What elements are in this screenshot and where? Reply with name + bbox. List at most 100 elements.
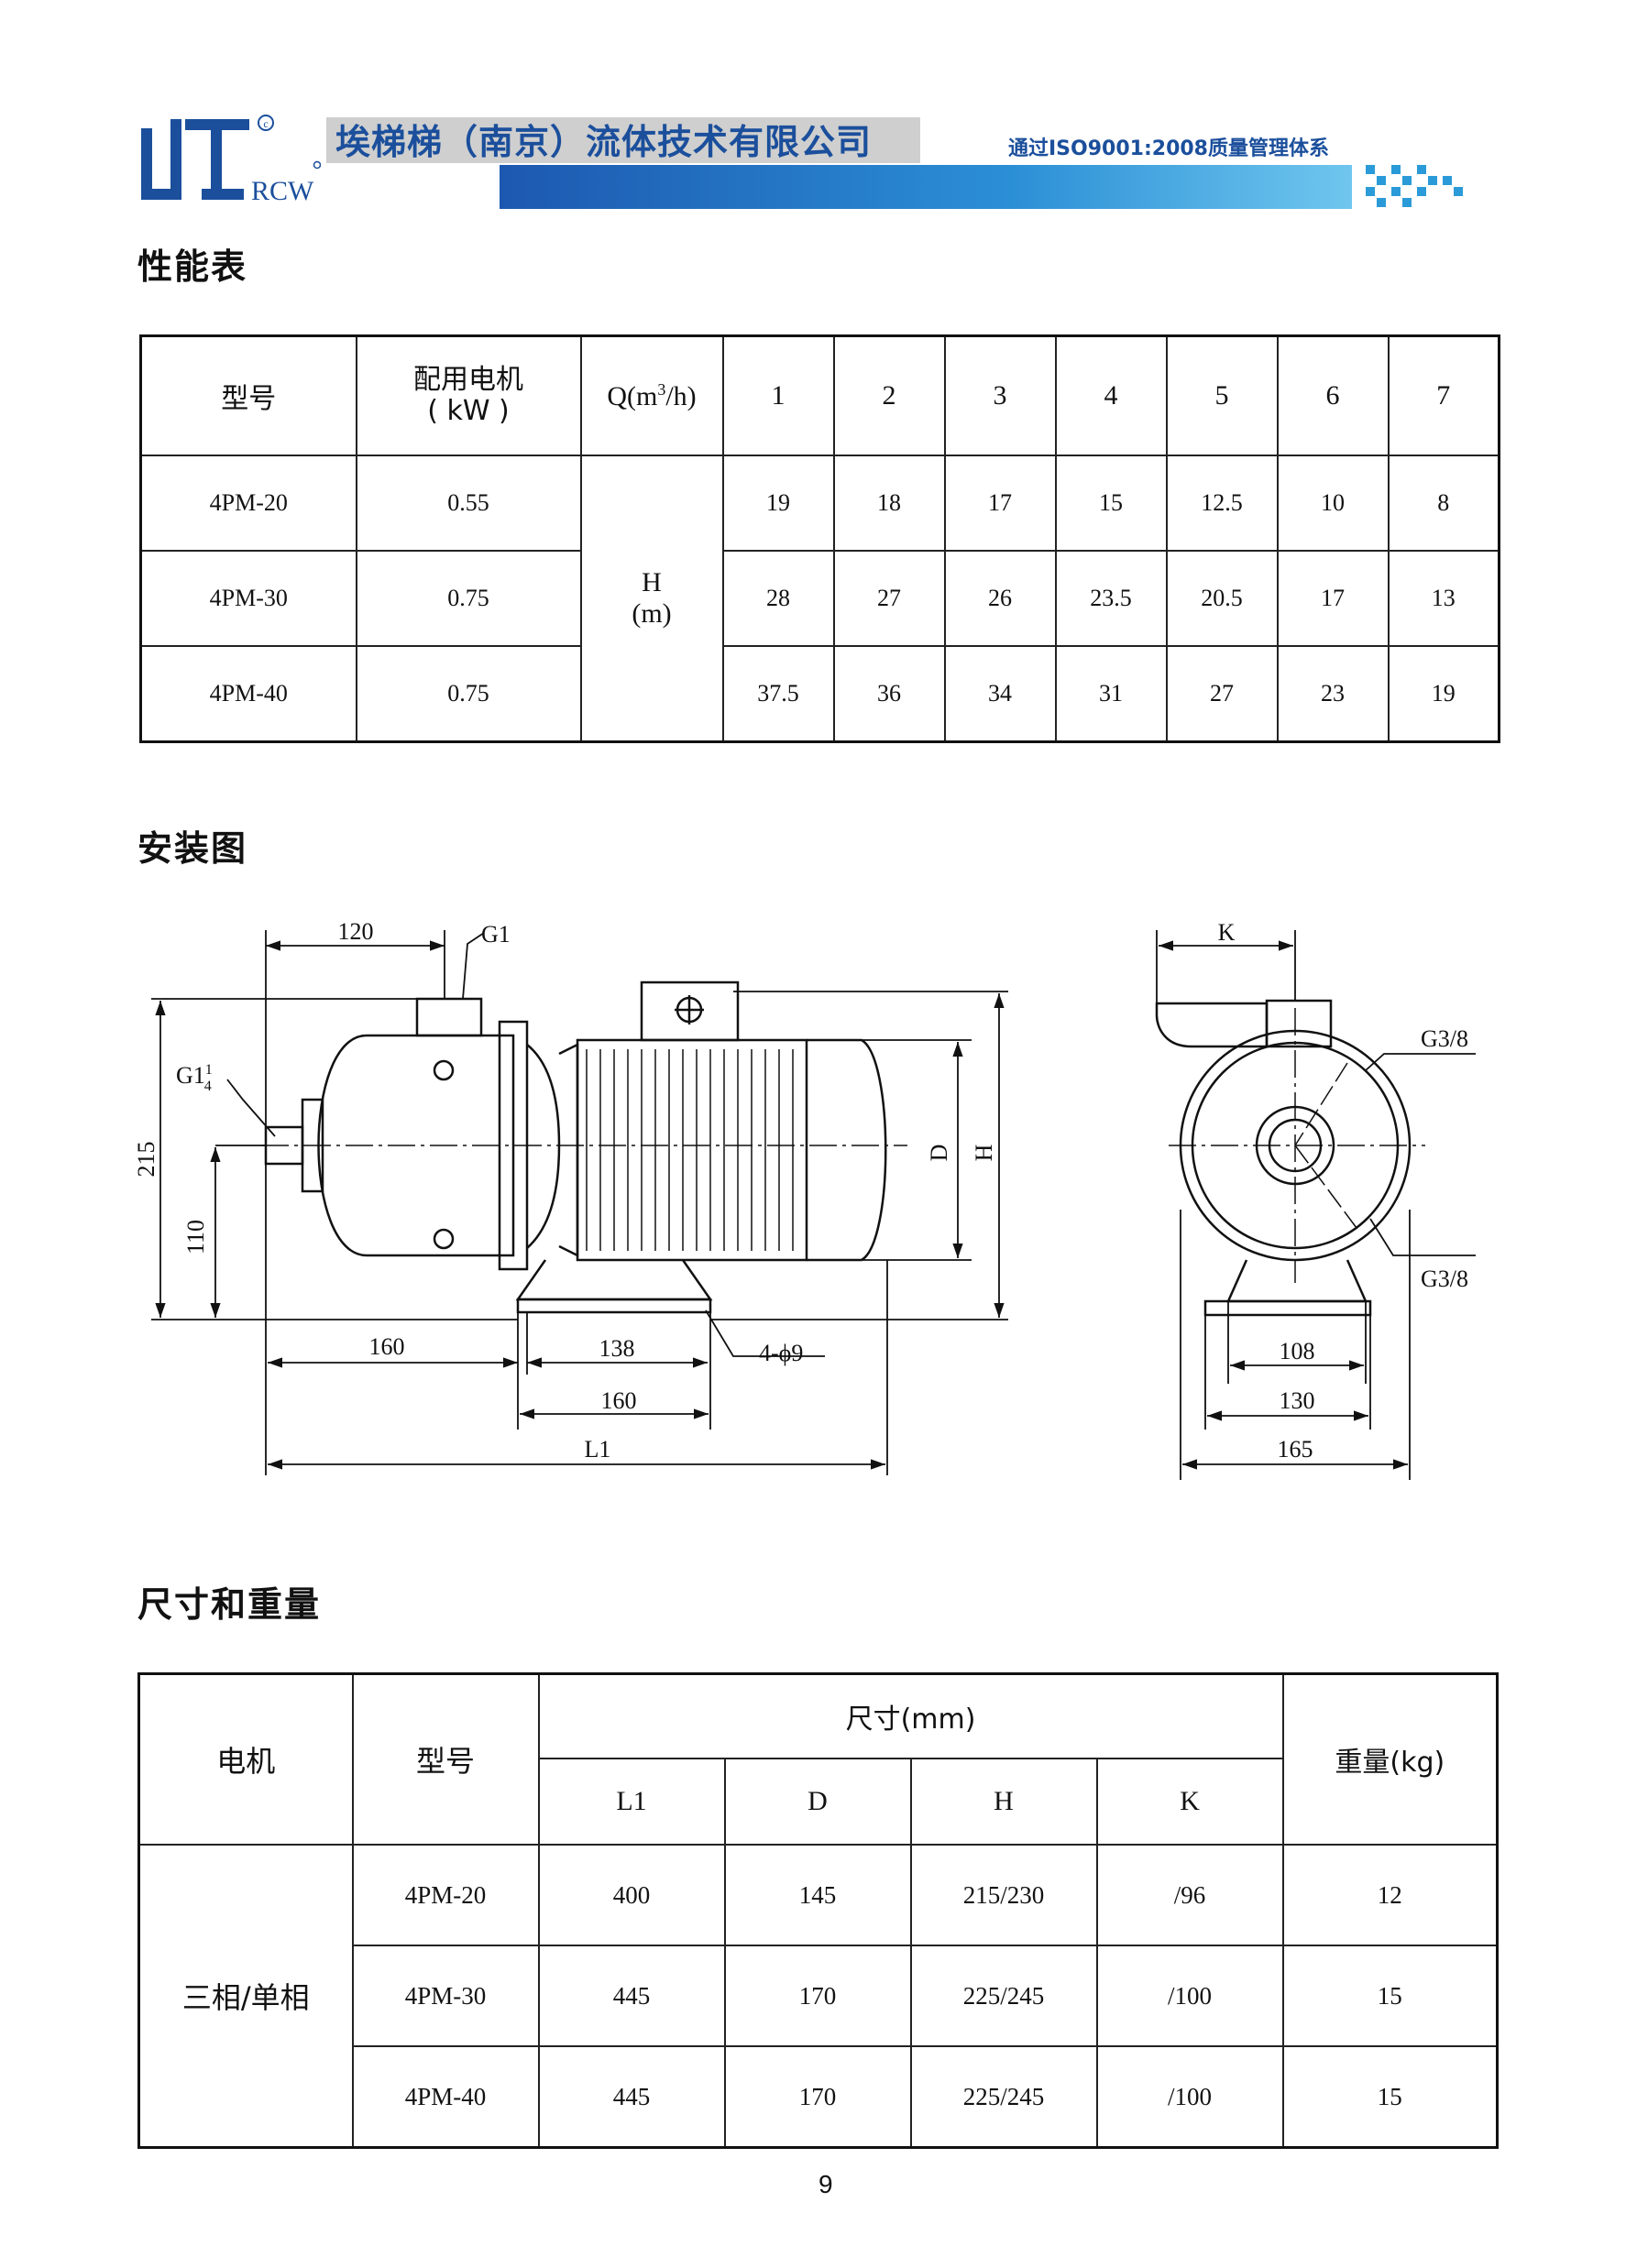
h-cell: 225/245 xyxy=(909,2045,1098,2149)
performance-header-row: 型号 配用电机 ( kW ) Q(m3/h) 1 2 3 4 5 6 7 xyxy=(139,334,1500,456)
head-cell: 17 xyxy=(1276,550,1390,647)
section-title-dimensions: 尺寸和重量 xyxy=(137,1584,322,1625)
chevron-decoration-icon xyxy=(1366,165,1463,207)
k-cell: /100 xyxy=(1095,1945,1284,2047)
model-cell: 4PM-40 xyxy=(351,2045,540,2149)
head-cell: 10 xyxy=(1276,455,1390,552)
head-cell: 23 xyxy=(1276,645,1390,743)
g1-quarter-den: 4 xyxy=(204,1079,212,1094)
header-flow-suffix: /h) xyxy=(665,380,697,411)
base-plate xyxy=(516,1298,712,1314)
d-cell: 170 xyxy=(723,2045,912,2149)
flow-7: 7 xyxy=(1387,334,1500,456)
header-motor-line1: 配用电机 xyxy=(413,364,523,396)
head-label-cell: H (m) xyxy=(579,455,724,743)
h-label: H xyxy=(971,1144,997,1161)
end-view-base xyxy=(1203,1299,1372,1317)
motor-type-cell: 三相/单相 xyxy=(137,1844,354,2149)
header-h: H xyxy=(909,1758,1098,1846)
dim-215-label: 215 xyxy=(133,1142,159,1178)
head-cell: 17 xyxy=(943,455,1057,552)
section-title-installation: 安装图 xyxy=(137,828,248,869)
motor-cell: 0.55 xyxy=(355,455,582,552)
k-cell: /100 xyxy=(1095,2045,1284,2149)
head-cell: 19 xyxy=(1387,645,1500,743)
flow-2: 2 xyxy=(832,334,946,456)
terminal-box xyxy=(640,981,740,1042)
l1-cell: 445 xyxy=(537,1945,726,2047)
head-label-line1: H xyxy=(642,567,662,597)
page-number: 9 xyxy=(818,2170,833,2198)
head-cell: 18 xyxy=(832,455,946,552)
logo-text: RCW xyxy=(251,176,314,206)
dim-160-bottom-label: 160 xyxy=(601,1387,637,1414)
g1-quarter-prefix: G1 xyxy=(176,1062,205,1089)
head-cell: 31 xyxy=(1054,645,1168,743)
d-cell: 145 xyxy=(723,1844,912,1946)
svg-text:c: c xyxy=(263,117,268,130)
h-cell: 225/245 xyxy=(909,1945,1098,2047)
motor-cell: 0.75 xyxy=(355,645,582,743)
company-name-backdrop xyxy=(326,117,920,163)
header-motor: 电机 xyxy=(137,1672,354,1846)
table-row: 4PM-30 0.75 28 27 26 23.5 20.5 17 13 xyxy=(139,550,1500,647)
company-name: 埃梯梯（南京）流体技术有限公司 xyxy=(335,121,873,162)
dimension-weight-table: 电机 型号 尺寸(mm) 重量(kg) L1 D H K 三相/单相 4PM-2… xyxy=(137,1672,1500,2149)
dim-160-left-label: 160 xyxy=(369,1333,405,1360)
g38-top-label: G3/8 xyxy=(1421,1025,1468,1052)
dim-120-label: 120 xyxy=(338,918,374,945)
dim-138-label: 138 xyxy=(599,1335,635,1362)
head-cell: 23.5 xyxy=(1054,550,1168,647)
h-cell: 215/230 xyxy=(909,1844,1098,1946)
head-cell: 27 xyxy=(832,550,946,647)
head-cell: 36 xyxy=(832,645,946,743)
weight-cell: 15 xyxy=(1281,1945,1499,2047)
holes-label: 4-ϕ9 xyxy=(759,1340,803,1366)
header-motor: 配用电机 ( kW ) xyxy=(355,334,582,456)
dimension-subheader-row: L1 D H K xyxy=(139,1758,1498,1846)
weight-cell: 12 xyxy=(1281,1844,1499,1946)
flow-1: 1 xyxy=(721,334,835,456)
flow-6: 6 xyxy=(1276,334,1390,456)
motor-housing xyxy=(576,1038,808,1262)
header-k: K xyxy=(1095,1758,1284,1846)
dim-108-label: 108 xyxy=(1280,1338,1315,1364)
weight-cell: 15 xyxy=(1281,2045,1499,2149)
model-cell: 4PM-30 xyxy=(351,1945,540,2047)
company-logo: c RCW xyxy=(141,115,321,206)
header-flow: Q(m3/h) xyxy=(579,334,724,456)
head-cell: 19 xyxy=(721,455,835,552)
header-motor-line2: ( kW ) xyxy=(427,395,510,427)
dimension-header-row: 电机 型号 尺寸(mm) 重量(kg) xyxy=(137,1672,1499,1846)
header-size: 尺寸(mm) xyxy=(537,1672,1284,1759)
table-row: 4PM-30 445 170 225/245 /100 15 xyxy=(139,1945,1499,2047)
certification-text: 通过ISO9001:2008质量管理体系 xyxy=(1008,137,1329,160)
model-cell: 4PM-30 xyxy=(139,550,357,647)
k-label: K xyxy=(1218,919,1236,946)
l1-cell: 400 xyxy=(537,1844,726,1946)
model-cell: 4PM-40 xyxy=(139,645,357,743)
head-cell: 28 xyxy=(721,550,835,647)
l1-cell: 445 xyxy=(537,2045,726,2149)
model-cell: 4PM-20 xyxy=(351,1844,540,1946)
head-cell: 34 xyxy=(943,645,1057,743)
motor-end-cap xyxy=(807,1038,887,1262)
head-cell: 13 xyxy=(1387,550,1500,647)
l1-label: L1 xyxy=(585,1436,611,1463)
head-cell: 27 xyxy=(1165,645,1279,743)
table-row: 4PM-20 0.55 H (m) 19 18 17 15 12.5 10 8 xyxy=(139,455,1500,743)
flow-3: 3 xyxy=(943,334,1057,456)
outlet-port xyxy=(415,997,483,1037)
head-cell: 15 xyxy=(1054,455,1168,552)
g38-bottom-label: G3/8 xyxy=(1421,1265,1468,1292)
model-cell: 4PM-20 xyxy=(139,455,357,552)
header-l1: L1 xyxy=(537,1758,726,1846)
header-blue-bar xyxy=(500,165,1352,209)
end-view-outlet xyxy=(1265,999,1333,1048)
motor-cell: 0.75 xyxy=(355,550,582,647)
g1-label: G1 xyxy=(481,921,511,948)
flow-5: 5 xyxy=(1165,334,1279,456)
header-weight: 重量(kg) xyxy=(1281,1672,1499,1846)
header-d: D xyxy=(723,1758,912,1846)
